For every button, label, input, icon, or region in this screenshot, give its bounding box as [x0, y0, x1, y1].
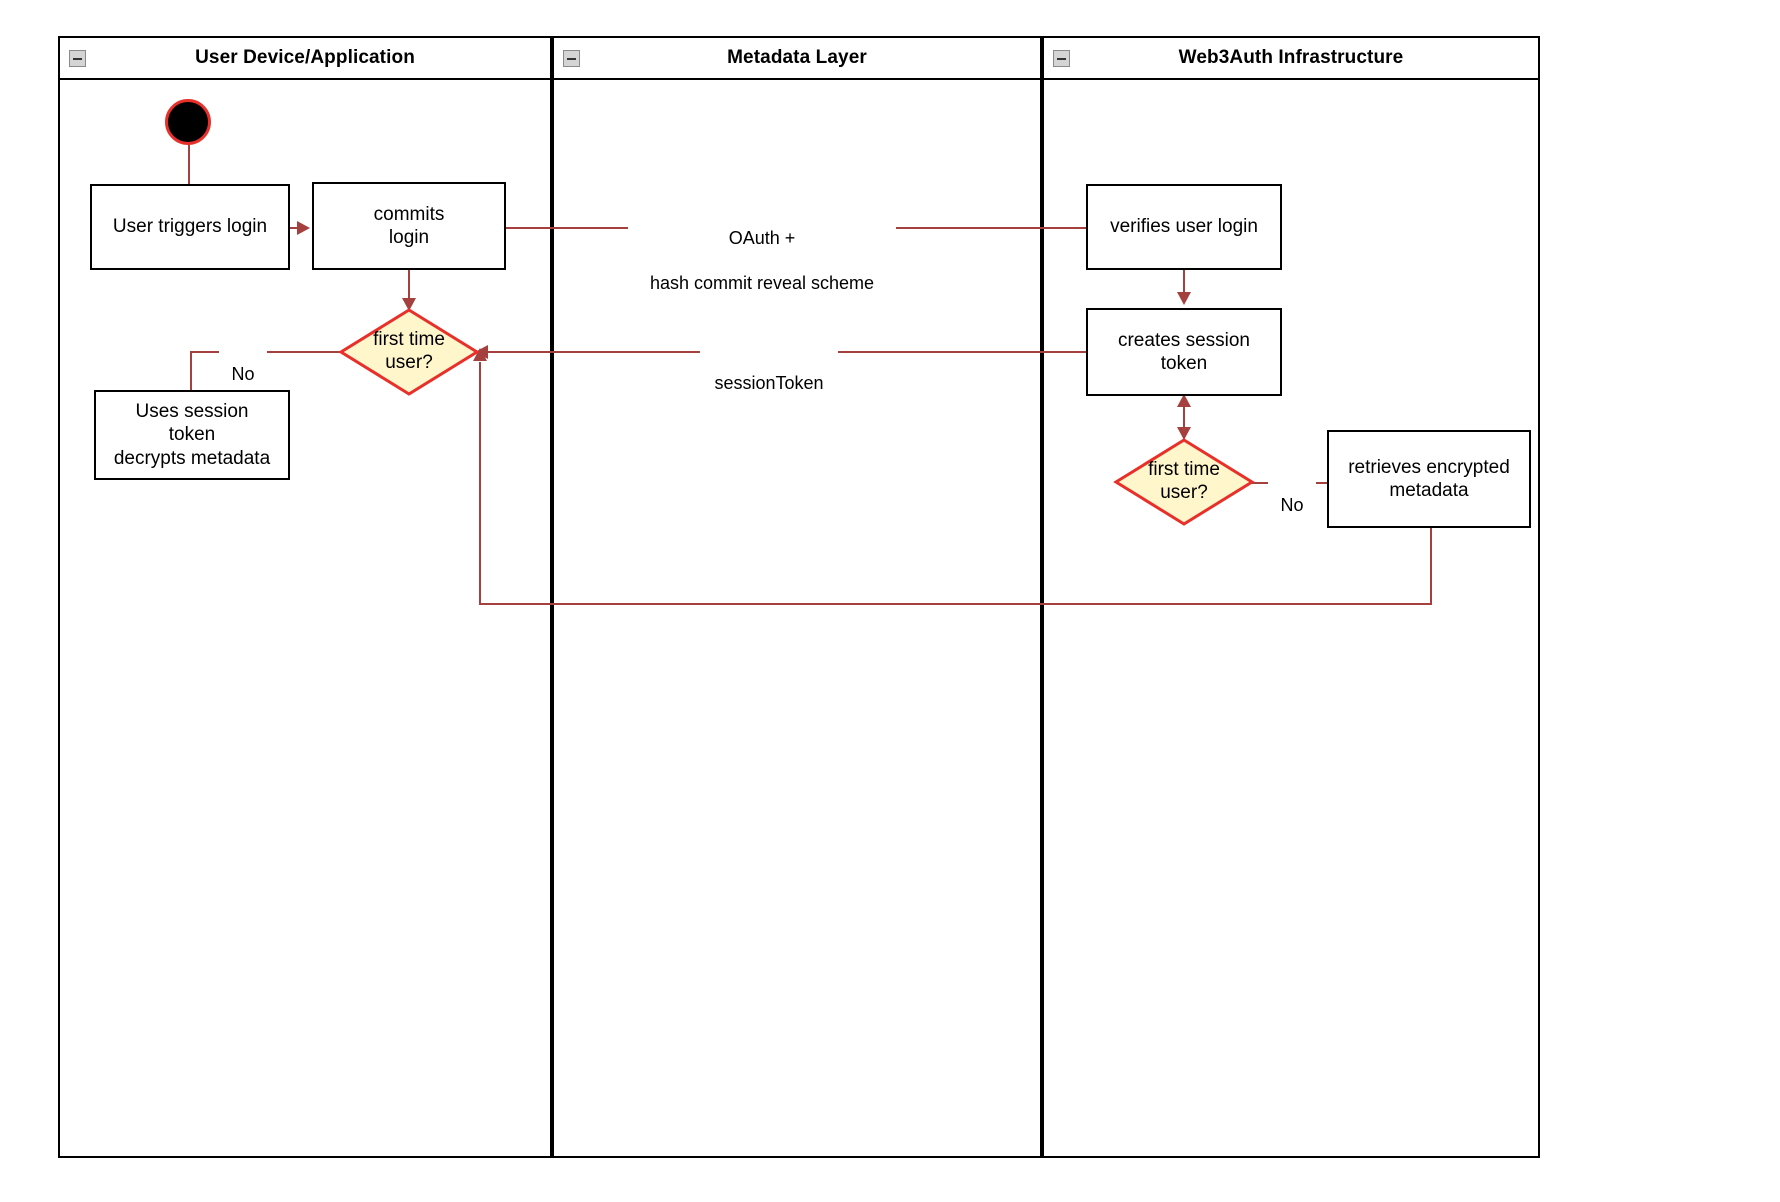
- edge-label-line1: OAuth +: [728, 227, 796, 248]
- edge-label-text: sessionToken: [714, 372, 824, 393]
- edge-label-line2: hash commit reveal scheme: [649, 272, 875, 293]
- decision-first-time-user-left[interactable]: first time user?: [338, 308, 480, 396]
- activity-creates-session-token[interactable]: creates session token: [1086, 308, 1282, 396]
- edge-retrieves-down: [1430, 527, 1432, 605]
- collapse-minus-icon[interactable]: [1053, 49, 1070, 67]
- edge-label-no-right: No: [1268, 471, 1316, 516]
- decision-first-time-user-right[interactable]: first time user?: [1113, 438, 1255, 526]
- edge-user-triggers-to-commits: [289, 227, 301, 229]
- edge-decision-left-no: [190, 351, 348, 353]
- edge-label-no-left: No: [219, 340, 267, 385]
- activity-label-line1: Uses session: [135, 401, 249, 423]
- activity-retrieves-encrypted-metadata[interactable]: retrieves encrypted metadata: [1327, 430, 1531, 528]
- collapse-minus-icon[interactable]: [69, 49, 86, 67]
- activity-label-line2: login: [388, 227, 430, 248]
- edge-verifies-to-creates: [1183, 270, 1185, 302]
- lane-title: User Device/Application: [195, 47, 415, 68]
- arrowhead-down: [402, 298, 416, 311]
- lane-title: Metadata Layer: [727, 47, 867, 68]
- arrowhead-down: [1177, 292, 1191, 305]
- edge-retrieves-up-to-decision-left: [479, 362, 481, 605]
- collapse-minus-icon[interactable]: [563, 49, 580, 67]
- activity-label-line2: token: [1160, 353, 1208, 374]
- start-node[interactable]: [165, 99, 211, 145]
- edge-label-text: No: [1280, 494, 1304, 515]
- activity-uses-session-token[interactable]: Uses session token decrypts metadata: [94, 390, 290, 480]
- activity-label-line1: commits: [373, 203, 445, 225]
- activity-label: User triggers login: [112, 216, 268, 238]
- activity-label-line2: metadata: [1389, 480, 1469, 501]
- arrowhead-up: [1177, 394, 1191, 407]
- lane-header-metadata-layer[interactable]: Metadata Layer: [552, 36, 1042, 80]
- edge-label-text: No: [231, 363, 255, 384]
- activity-label: verifies user login: [1110, 216, 1258, 238]
- edge-commits-to-decision-left: [408, 270, 410, 308]
- edge-creates-to-decision-right: [1183, 396, 1185, 440]
- lane-header-web3auth[interactable]: Web3Auth Infrastructure: [1042, 36, 1540, 80]
- arrowhead-right: [297, 221, 310, 235]
- edge-start-to-user-triggers-login: [188, 143, 190, 188]
- activity-label-line1: retrieves encrypted: [1348, 456, 1510, 478]
- lane-header-user-device[interactable]: User Device/Application: [58, 36, 552, 80]
- edge-no-down-to-uses-session: [190, 351, 192, 391]
- activity-verifies-user-login[interactable]: verifies user login: [1086, 184, 1282, 270]
- activity-user-triggers-login[interactable]: User triggers login: [90, 184, 290, 270]
- activity-label-line1: creates session: [1117, 329, 1250, 351]
- arrowhead-down: [1177, 427, 1191, 440]
- activity-label-line3: decrypts metadata: [113, 447, 271, 469]
- edge-label-session-token: sessionToken: [700, 349, 838, 394]
- activity-label-line2: token: [168, 424, 216, 446]
- edge-label-oauth: OAuth + hash commit reveal scheme: [628, 204, 896, 294]
- lane-title: Web3Auth Infrastructure: [1178, 47, 1404, 68]
- activity-commits-login[interactable]: commits login: [312, 182, 506, 270]
- edge-retrieves-left: [479, 603, 1432, 605]
